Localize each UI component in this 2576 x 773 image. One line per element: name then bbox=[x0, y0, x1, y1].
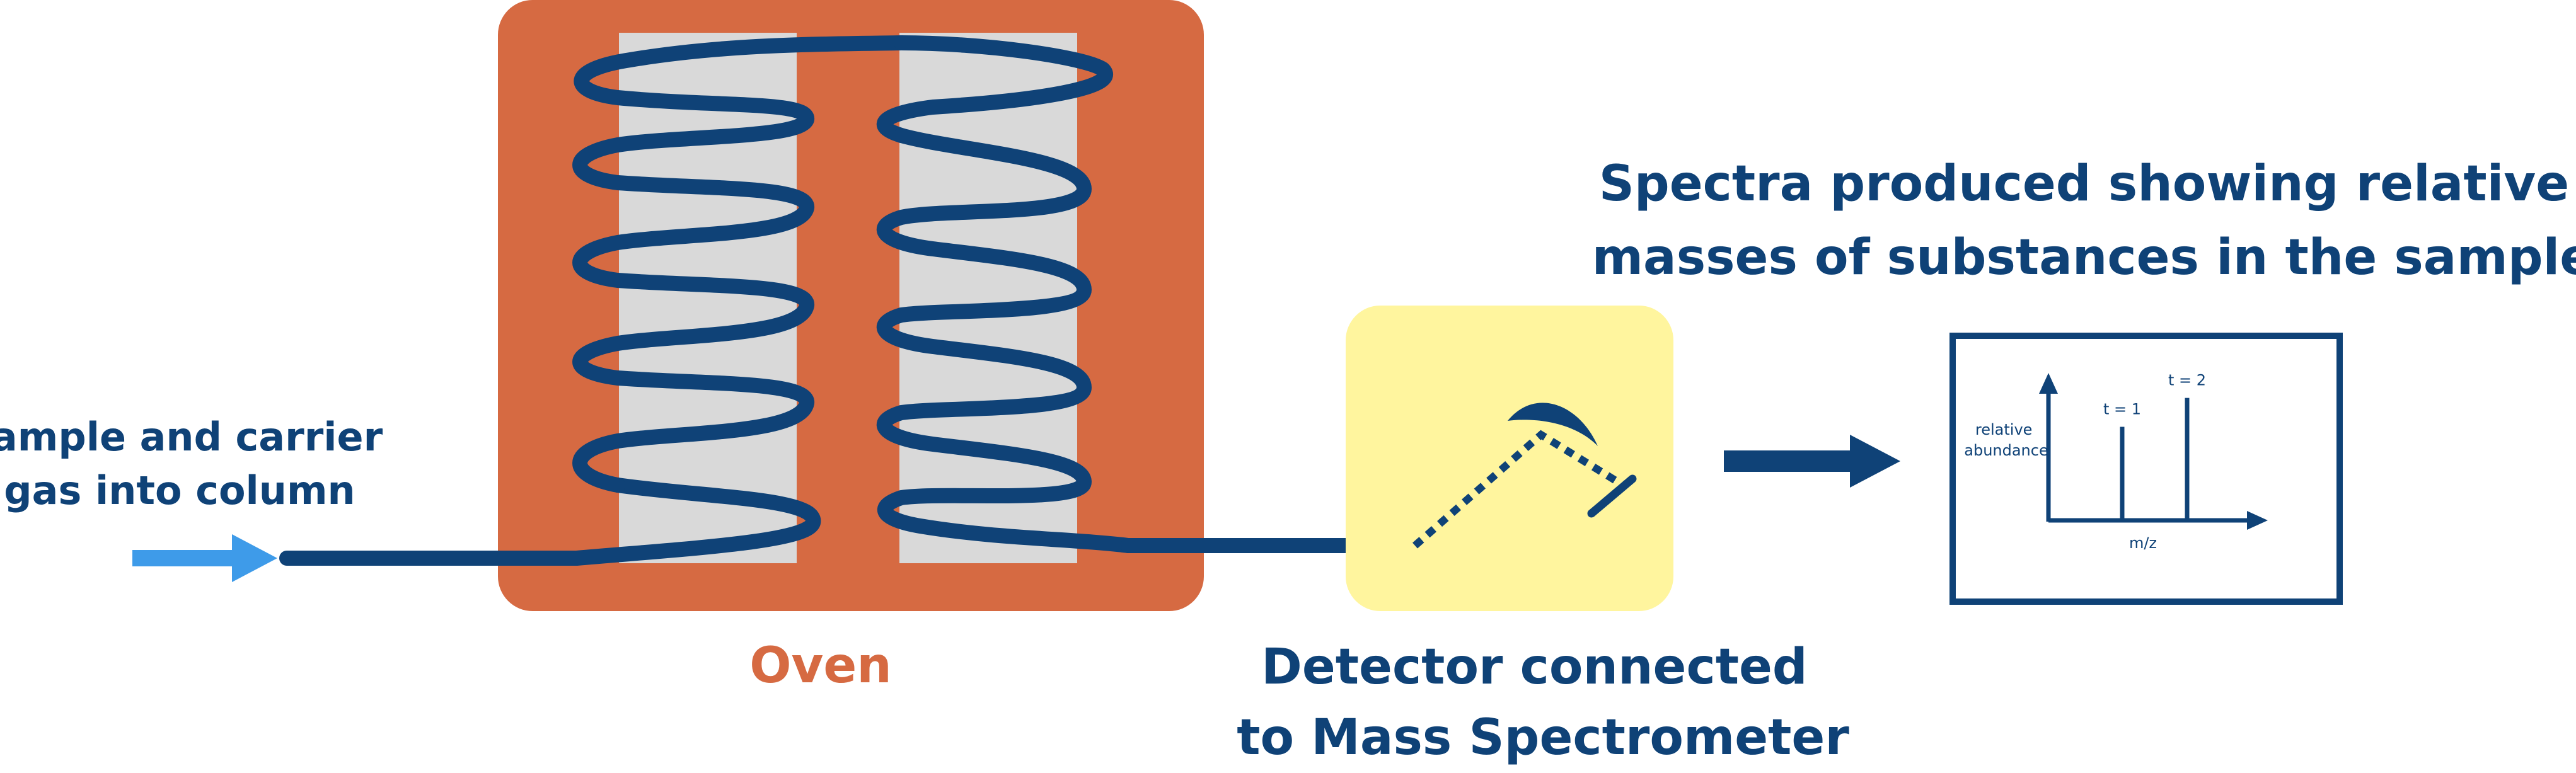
spectra-title-line-2: masses of substances in the sample bbox=[1592, 229, 2576, 286]
spectrum-peak-label-1: t = 1 bbox=[2103, 401, 2141, 418]
input-label-line-2: gas into column bbox=[4, 467, 355, 513]
spectrum-panel bbox=[1949, 333, 2343, 605]
output-arrow bbox=[1724, 435, 1900, 488]
detector-plate bbox=[1587, 474, 1637, 518]
detector-label: Detector connected to Mass Spectrometer bbox=[1237, 639, 1849, 766]
input-label-line-1: Sample and carrier bbox=[0, 414, 383, 460]
oven-label: Oven bbox=[749, 638, 892, 694]
column-support-left bbox=[619, 33, 797, 563]
magnet-arc-icon bbox=[1508, 403, 1598, 446]
spectrum-ylabel-line-2: abundance bbox=[1964, 442, 2048, 459]
spectrum-peak-label-2: t = 2 bbox=[2168, 372, 2206, 389]
column-support-right bbox=[899, 33, 1077, 563]
detector-box bbox=[1346, 306, 1673, 611]
input-label: Sample and carrier gas into column bbox=[0, 414, 396, 513]
spectra-title: Spectra produced showing relative masses… bbox=[1592, 156, 2576, 286]
input-arrow bbox=[132, 534, 277, 582]
detector-label-line-1: Detector connected bbox=[1261, 639, 1808, 696]
ion-path-dotted bbox=[1412, 430, 1626, 549]
spectrum-ylabel-line-1: relative bbox=[1975, 421, 2033, 438]
spectra-title-line-1: Spectra produced showing relative bbox=[1599, 156, 2569, 212]
spectrum-xlabel: m/z bbox=[2129, 534, 2157, 552]
spectrum-x-axis bbox=[2048, 511, 2268, 530]
spectrum-ylabel: relative abundance bbox=[1964, 421, 2048, 459]
spectrum-peaks: t = 1 t = 2 bbox=[2103, 372, 2206, 520]
detector-label-line-2: to Mass Spectrometer bbox=[1237, 709, 1849, 766]
spectrum-y-axis bbox=[2039, 373, 2058, 522]
